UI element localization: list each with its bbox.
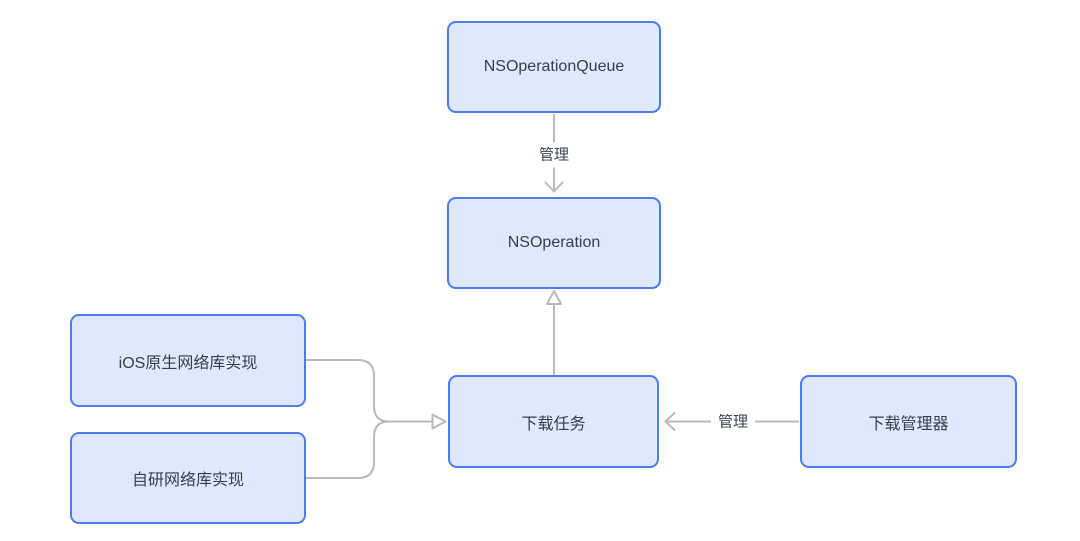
node-ios-native-network-lib[interactable]: iOS原生网络库实现 xyxy=(70,314,306,407)
edge-label-manager-manage: 管理 xyxy=(710,409,756,435)
node-nsoperationqueue[interactable]: NSOperationQueue xyxy=(447,21,661,113)
edge-self-lib-to-merge xyxy=(305,420,390,479)
node-nsoperationqueue-label: NSOperationQueue xyxy=(483,58,625,75)
node-download-task[interactable]: 下载任务 xyxy=(448,375,659,468)
node-download-task-label: 下载任务 xyxy=(521,415,586,433)
node-ios-native-network-lib-label: iOS原生网络库实现 xyxy=(118,354,258,372)
node-download-manager-label: 下载管理器 xyxy=(868,415,949,433)
edge-ios-lib-to-merge xyxy=(305,359,390,423)
edge-label-queue-manage: 管理 xyxy=(531,142,577,168)
node-self-developed-network-lib[interactable]: 自研网络库实现 xyxy=(70,432,306,524)
node-download-manager[interactable]: 下载管理器 xyxy=(800,375,1017,468)
node-nsoperation[interactable]: NSOperation xyxy=(447,197,661,289)
edge-merge-to-task xyxy=(389,413,447,430)
edge-task-to-operation xyxy=(546,290,562,375)
node-self-developed-network-lib-label: 自研网络库实现 xyxy=(131,472,244,489)
node-nsoperation-label: NSOperation xyxy=(507,234,601,251)
